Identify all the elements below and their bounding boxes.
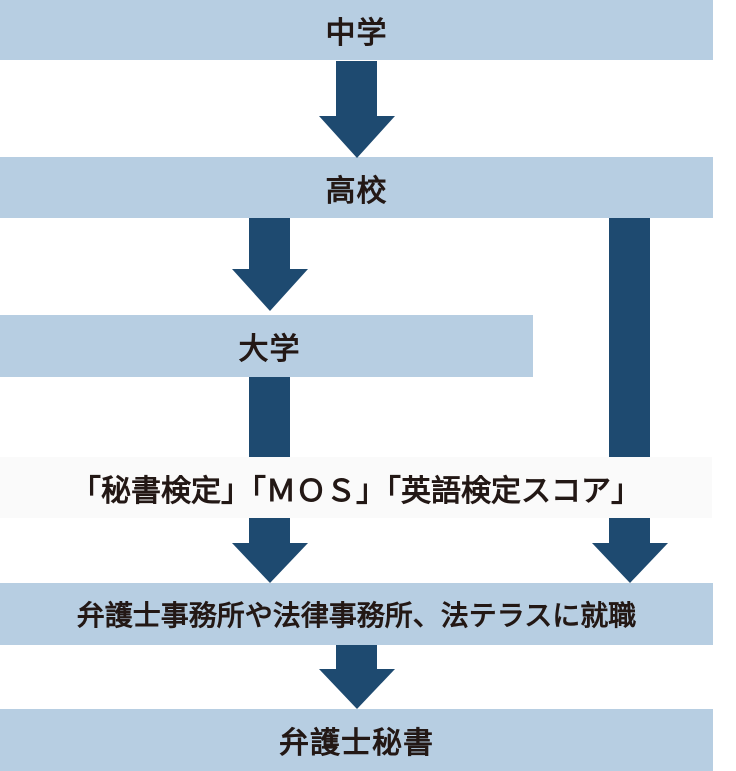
arrow-head-icon (592, 543, 668, 583)
arrow-shaft (336, 645, 377, 669)
arrow-shaft (249, 218, 290, 269)
stage-employment-label: 弁護士事務所や法律事務所、法テラスに就職 (76, 599, 637, 632)
stage-high-school-label: 高校 (325, 173, 388, 209)
qualifications-label: 「秘書検定」「ＭＯＳ」「英語検定スコア」 (71, 473, 641, 509)
arrow-university-shaft (249, 377, 290, 457)
stage-goal-label: 弁護士秘書 (279, 726, 434, 761)
arrow-head-icon (319, 116, 395, 158)
stage-junior-high-label: 中学 (325, 16, 388, 51)
stage-university-label: 大学 (238, 332, 301, 367)
stage-junior-high: 中学 (0, 0, 713, 60)
arrow-head-icon (319, 669, 395, 709)
stage-employment: 弁護士事務所や法律事務所、法テラスに就職 (0, 583, 713, 645)
stage-high-school: 高校 (0, 157, 713, 218)
arrow-head-icon (232, 269, 308, 311)
arrow-high-school-right-shaft (609, 218, 650, 457)
arrow-shaft (249, 518, 290, 543)
arrow-head-icon (232, 543, 308, 583)
arrow-shaft (609, 518, 650, 543)
qualifications-band: 「秘書検定」「ＭＯＳ」「英語検定スコア」 (0, 457, 712, 518)
stage-goal: 弁護士秘書 (0, 709, 713, 771)
arrow-shaft (336, 61, 377, 116)
stage-university: 大学 (0, 315, 533, 377)
